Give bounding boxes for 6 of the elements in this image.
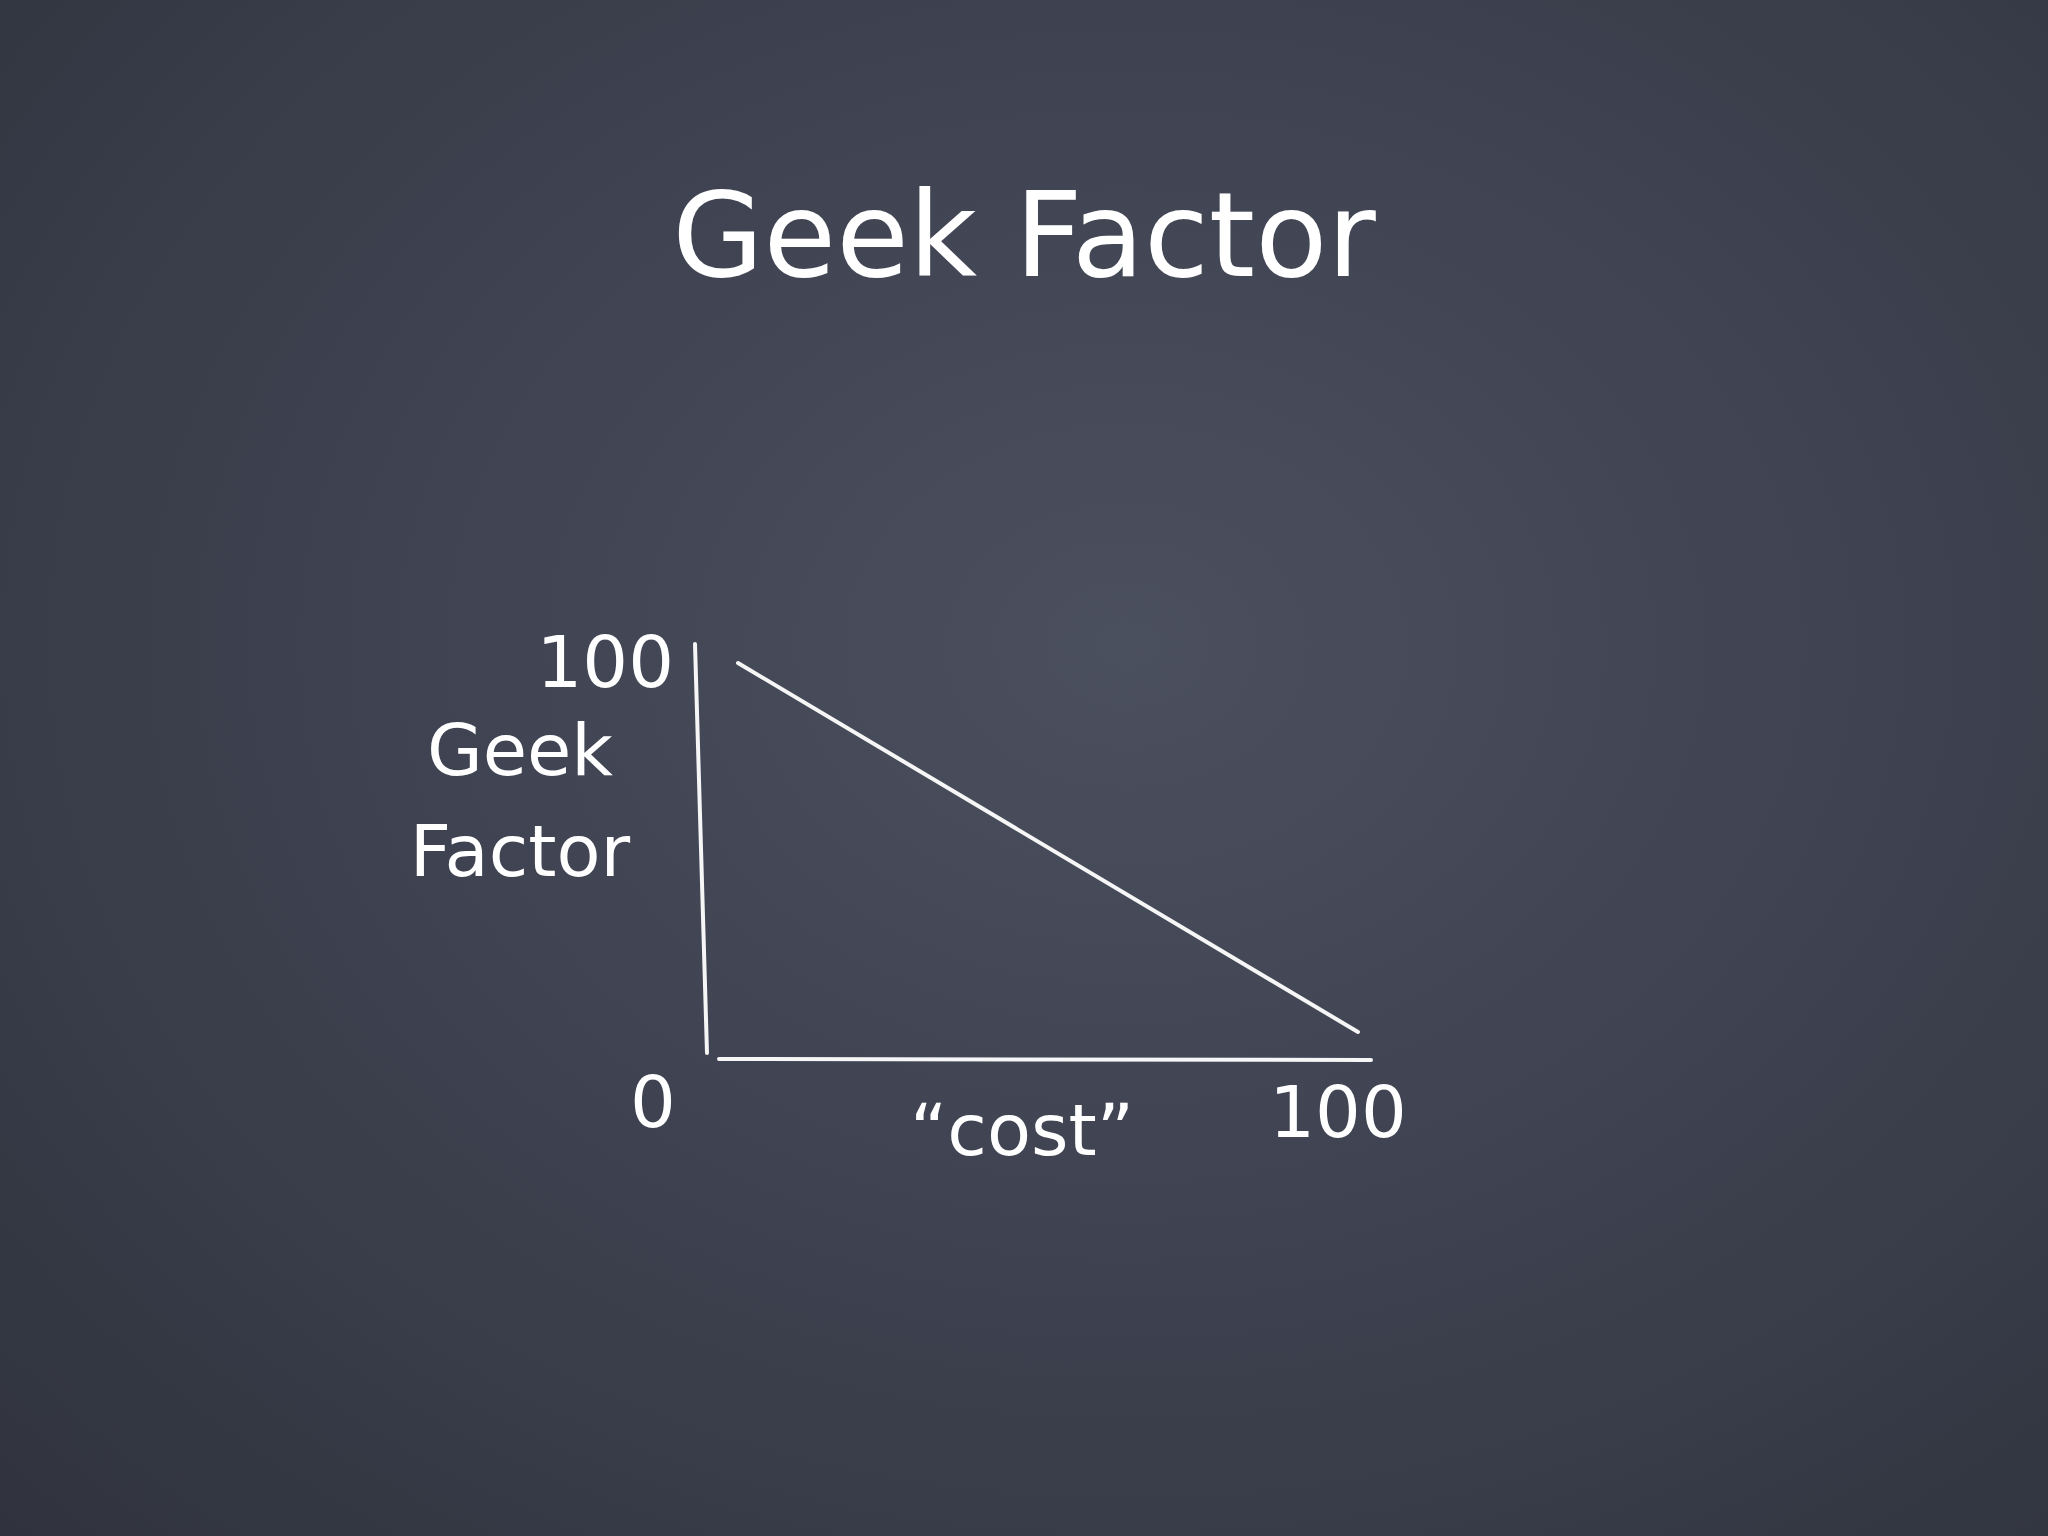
tick-label: 100	[535, 619, 674, 706]
slide-title: Geek Factor	[671, 165, 1377, 306]
axis-title: “cost”	[909, 1087, 1135, 1174]
axis-title: Geek Factor	[408, 707, 632, 895]
tick-label: 100	[1268, 1069, 1408, 1156]
tick-label: 0	[629, 1059, 677, 1146]
